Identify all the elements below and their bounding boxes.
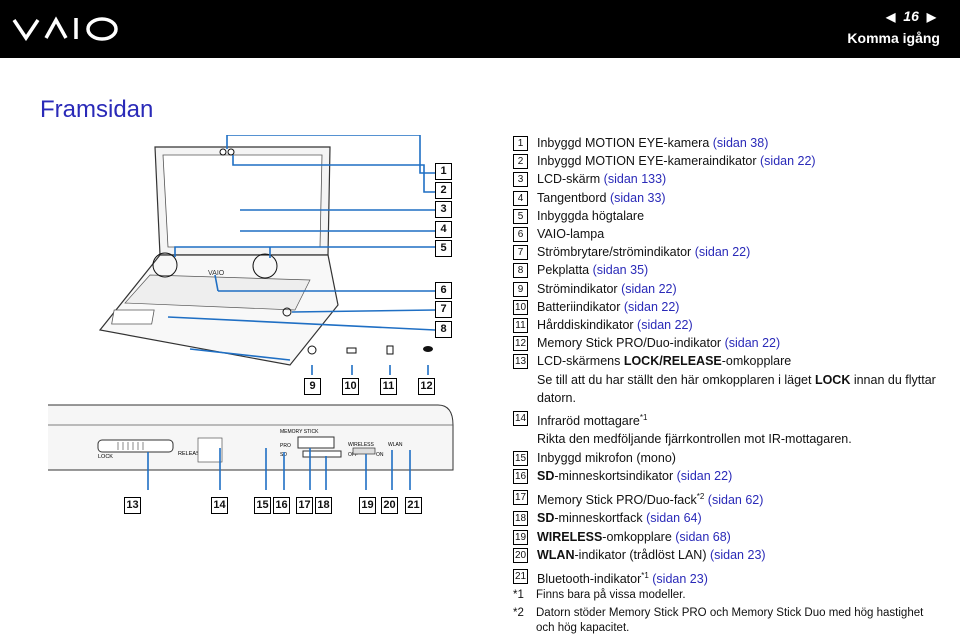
- on-label: ON: [376, 452, 384, 458]
- triangle-right-icon[interactable]: ▶: [926, 10, 936, 24]
- callout-6: 6: [435, 282, 452, 299]
- triangle-left-icon[interactable]: ◀: [886, 10, 896, 24]
- callout-18: 18: [315, 497, 332, 514]
- callout-21: 21: [405, 497, 422, 514]
- callout-9: 9: [304, 378, 321, 395]
- page-number-nav: ◀ 16 ▶: [882, 8, 940, 24]
- page-number: 16: [903, 8, 919, 24]
- page-link[interactable]: (sidan 23): [709, 547, 766, 562]
- page-link[interactable]: (sidan 133): [603, 172, 667, 187]
- page-link[interactable]: (sidan 22): [676, 468, 733, 483]
- page-link[interactable]: (sidan 33): [609, 190, 666, 205]
- wlan-label: WLAN: [388, 442, 403, 448]
- callout-7: 7: [435, 301, 452, 318]
- page-header: ◀ 16 ▶ Komma igång: [0, 0, 960, 58]
- callout-11: 11: [380, 378, 397, 395]
- callout-2: 2: [435, 182, 452, 199]
- page-title: Framsidan: [40, 96, 154, 123]
- page-link[interactable]: (sidan 38): [712, 136, 769, 150]
- page-link[interactable]: (sidan 22): [623, 299, 680, 314]
- front-edge-illustration: LOCK RELEASE MEMORY STICK PRO SD WIRELES…: [48, 404, 454, 490]
- callout-3: 3: [435, 201, 452, 218]
- page-link[interactable]: (sidan 22): [724, 336, 781, 351]
- page-link[interactable]: (sidan 22): [694, 245, 751, 260]
- callout-14: 14: [211, 497, 228, 514]
- callout-20: 20: [381, 497, 398, 514]
- page-link[interactable]: (sidan 68): [675, 529, 731, 544]
- page-link[interactable]: (sidan 22): [637, 318, 693, 333]
- callout-17: 17: [296, 497, 313, 514]
- release-label: RELEASE: [178, 451, 204, 457]
- callout-5: 5: [435, 240, 452, 257]
- callout-12: 12: [418, 378, 435, 395]
- vaio-lamp-text: VAIO: [208, 270, 225, 277]
- callout-1: 1: [435, 163, 452, 180]
- lock-label: LOCK: [98, 454, 113, 460]
- callout-10: 10: [342, 378, 359, 395]
- off-label: OFF: [348, 452, 358, 458]
- laptop-illustration: VAIO: [98, 135, 436, 375]
- page-link[interactable]: (sidan 64): [646, 511, 702, 526]
- callout-13: 13: [124, 497, 141, 514]
- section-title: Komma igång: [847, 30, 940, 46]
- vaio-logo: [12, 12, 122, 49]
- callout-16: 16: [273, 497, 290, 514]
- page-link[interactable]: (sidan 35): [592, 263, 649, 278]
- wireless-label: WIRELESS: [348, 442, 375, 448]
- page-link[interactable]: (sidan 62): [704, 493, 764, 508]
- callout-4: 4: [435, 221, 452, 238]
- callout-8: 8: [435, 321, 452, 338]
- memory-stick-label: MEMORY STICK: [280, 429, 319, 435]
- page-link[interactable]: (sidan 23): [648, 572, 708, 587]
- pro-label: PRO: [280, 443, 291, 449]
- callout-15: 15: [254, 497, 271, 514]
- callout-19: 19: [359, 497, 376, 514]
- page-link[interactable]: (sidan 22): [621, 281, 677, 296]
- page-link[interactable]: (sidan 22): [760, 154, 816, 169]
